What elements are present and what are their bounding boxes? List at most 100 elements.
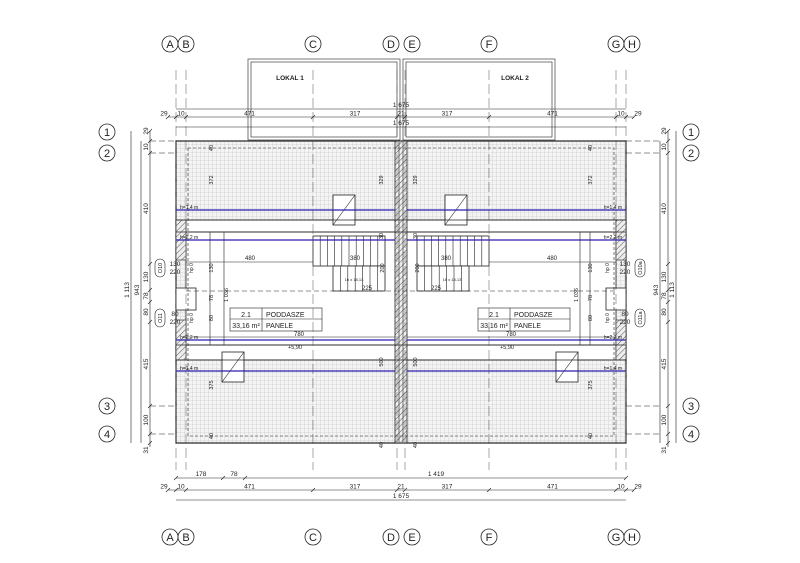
room-finish: PANELE: [266, 323, 293, 330]
dim-value: 10: [143, 143, 150, 151]
dim-value: 29: [634, 111, 642, 118]
dim-tick: [623, 487, 629, 493]
interior-dim-d80: 80: [588, 315, 594, 321]
grid-bubble-2: [682, 144, 700, 162]
interior-dim-edge: 40: [209, 433, 215, 439]
room-finish: PANELE: [514, 323, 541, 330]
interior-dim-d130: 130: [209, 263, 215, 272]
dim-tick: [665, 299, 671, 305]
height-label-right: h=2,2 m: [604, 335, 622, 341]
interior-dim-room_depth: 1 036: [574, 288, 580, 302]
dim-value: 317: [442, 484, 453, 491]
dim-tick: [147, 440, 153, 446]
interior-dim-wall_bottom: 500: [379, 357, 385, 366]
interior-dim-edge: 40: [413, 442, 419, 448]
dim-tick: [173, 475, 179, 481]
grid-bubble-4: [98, 425, 116, 443]
interior-dim-wall_top: 329: [413, 175, 419, 184]
dim-value: 21: [397, 484, 405, 491]
interior-dim-stair_depth: 200: [415, 263, 421, 272]
dim-value: 410: [143, 203, 150, 214]
interior-dim-stair_width: 380: [441, 256, 452, 262]
grid-label-E: E: [408, 532, 415, 544]
interior-dim-stair_width: 380: [350, 256, 361, 262]
room-name: PODDASZE: [514, 312, 553, 319]
dim-value: 10: [661, 143, 668, 151]
lokal-2-inner: [405, 61, 553, 138]
grid-label-2: 2: [688, 148, 694, 160]
dim-tick: [394, 487, 400, 493]
sill-height: hp 0: [605, 263, 611, 273]
dim-value: 100: [661, 414, 668, 425]
dim-value: 31: [143, 446, 150, 454]
window-width: 130: [620, 261, 631, 268]
interior-dim-room_width: 480: [245, 256, 256, 262]
dim-value: 471: [547, 484, 558, 491]
interior-dim-stair_depth: 200: [380, 263, 386, 272]
grid-bubble-3: [682, 397, 700, 415]
dim-value: 317: [350, 484, 361, 491]
grid-label-1: 1: [104, 127, 110, 139]
dim-tick: [220, 475, 226, 481]
grid-label-3: 3: [688, 401, 694, 413]
dim-tick: [147, 150, 153, 156]
grid-bubble-3: [98, 397, 116, 415]
grid-label-A: A: [166, 532, 174, 544]
grid-bubble-C: [304, 528, 322, 546]
dim-value: 78: [661, 292, 668, 300]
window-tag-oval: [154, 308, 166, 328]
window-width: 130: [170, 261, 181, 268]
interior-dim-d78: 78: [588, 295, 594, 301]
interior-dim-wall_gap: 30: [379, 233, 385, 239]
grid-bubble-E: [403, 528, 421, 546]
window-id: O10a: [638, 260, 644, 274]
grid-label-G: G: [612, 532, 621, 544]
window-tag-oval: [154, 258, 166, 278]
dim-value: 29: [160, 111, 168, 118]
dim-value: 78: [143, 292, 150, 300]
dim-tick: [665, 150, 671, 156]
grid-bubble-1: [98, 123, 116, 141]
eaves-line: [187, 147, 615, 437]
stair-note: 16 x 18,13: [345, 277, 364, 282]
dim-tick: [310, 114, 316, 120]
window-width: 80: [171, 311, 179, 318]
interior-dim-room_length: 780: [506, 332, 517, 338]
grid-label-3: 3: [104, 401, 110, 413]
dim-tick: [631, 114, 637, 120]
grid-label-G: G: [612, 39, 621, 51]
dim-tick: [147, 299, 153, 305]
dim-value: 31: [661, 446, 668, 454]
height-label-left: h=2,2 m: [180, 335, 198, 341]
grid-bubble-2: [98, 144, 116, 162]
dim-value: 21: [397, 111, 405, 118]
grid-label-E: E: [408, 39, 415, 51]
window-tag-oval: [634, 258, 646, 278]
height-label-right: h=2,2 m: [604, 235, 622, 241]
dim-tick: [147, 287, 153, 293]
dim-value: 178: [196, 471, 207, 478]
window-id: O11a: [638, 311, 644, 325]
interior-dim-room_width: 480: [547, 256, 558, 262]
grid-label-4: 4: [688, 429, 694, 441]
vertical-total: 1 113: [124, 282, 131, 298]
window-height: 220: [620, 319, 631, 326]
height-label-right: h=1,4 m: [604, 205, 622, 211]
dim-value: 29: [143, 127, 150, 135]
dim-tick: [613, 114, 619, 120]
grid-bubble-F: [480, 528, 498, 546]
dim-tick: [173, 114, 179, 120]
interior-dim-landing: 225: [362, 286, 373, 292]
dim-tick: [402, 487, 408, 493]
dim-value: 415: [143, 358, 150, 369]
interior-dim-top_offset: 372: [209, 175, 215, 184]
room-area: 33,16 m²: [232, 323, 260, 330]
level-mark: +5,90: [500, 345, 514, 351]
room-number: 2.1: [489, 312, 499, 319]
interior-dim-landing: 225: [431, 286, 442, 292]
stair-note: 16 x 18,13: [443, 277, 462, 282]
grid-label-C: C: [309, 39, 317, 51]
dim-value: 29: [160, 484, 168, 491]
dim-tick: [147, 431, 153, 437]
